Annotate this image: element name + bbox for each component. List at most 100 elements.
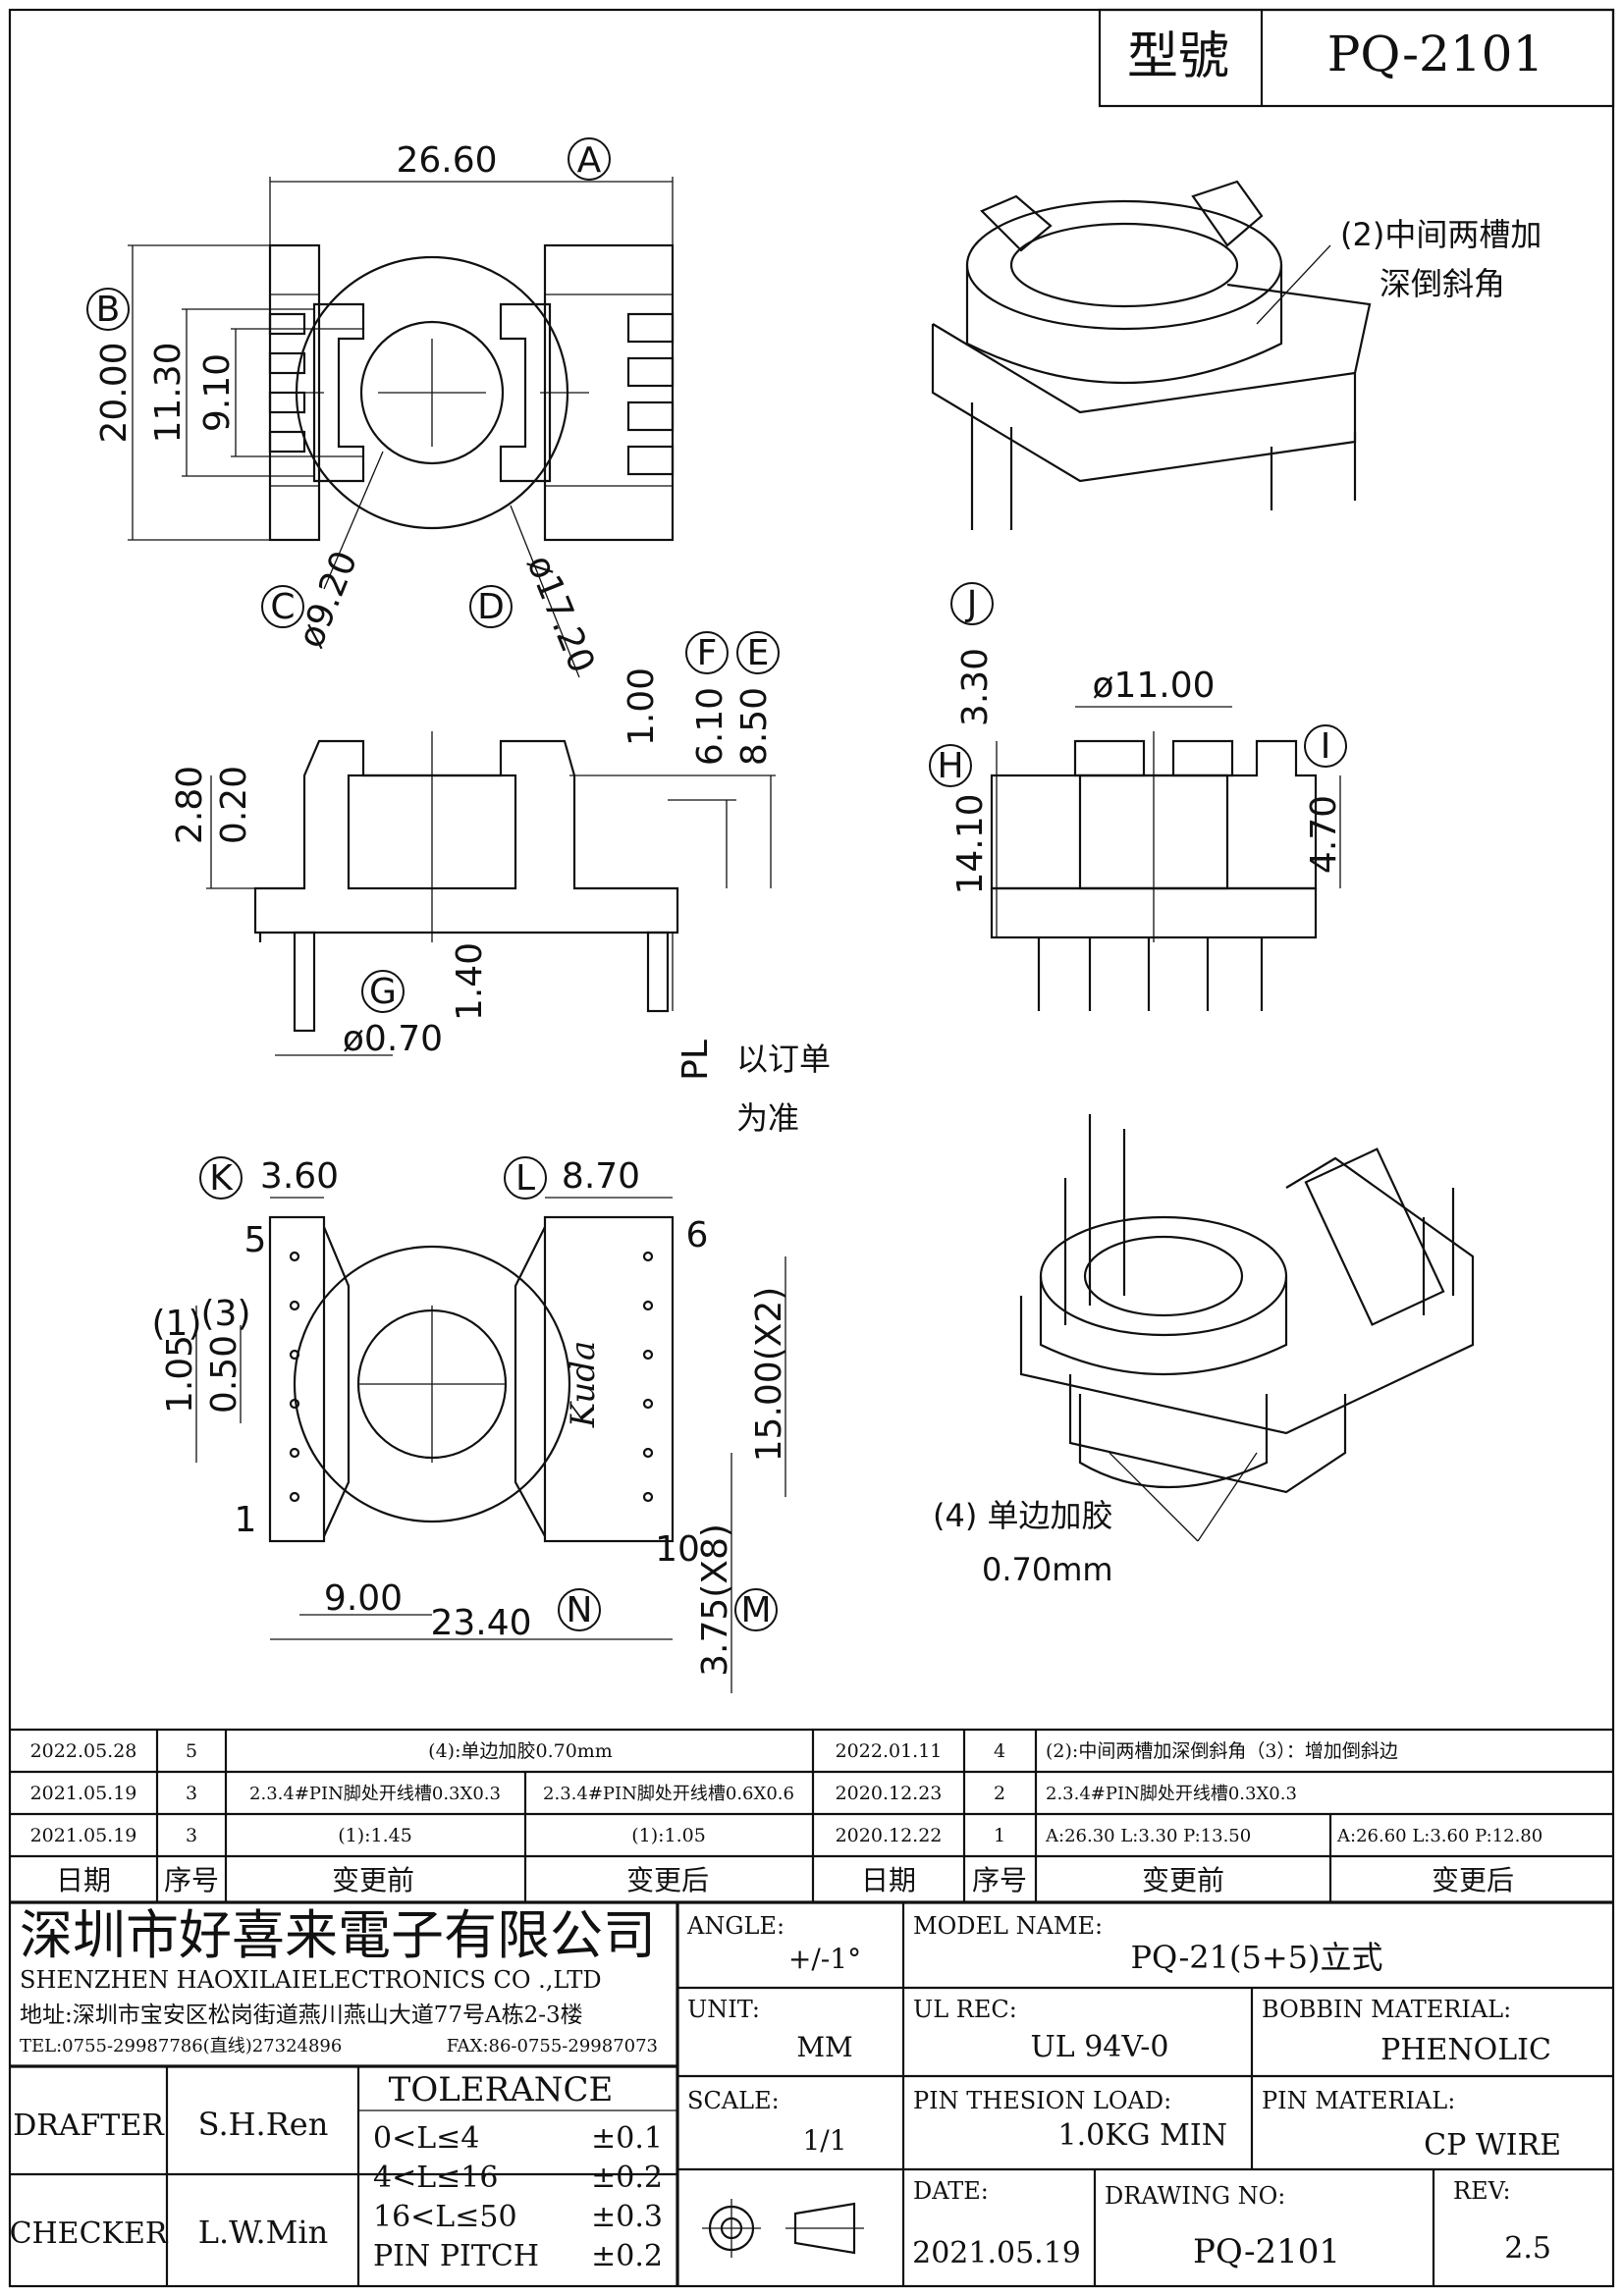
dim-b-value: 20.00: [94, 342, 135, 443]
dim-e-letter: E: [747, 633, 770, 673]
dim-m-letter: M: [740, 1590, 771, 1630]
drawing-no-label: DRAWING NO:: [1105, 2182, 1285, 2210]
rev-r2-date2: 2020.12.23: [836, 1783, 943, 1804]
dim-15-00: 15.00(X2): [749, 1287, 789, 1463]
tolerance-block: DRAFTER S.H.Ren CHECKER L.W.Min TOLERANC…: [10, 2070, 677, 2273]
company-name-en: SHENZHEN HAOXILAIELECTRONICS CO .,LTD: [20, 1966, 602, 1994]
rev-label: REV:: [1453, 2177, 1511, 2205]
dim-b-letter: B: [96, 290, 121, 330]
top-view: 26.60 A 20.00 B 11.30 9.10 ø9.20 C ø17.2…: [86, 137, 675, 678]
tolerance-range-3: 16<L≤50: [373, 2200, 517, 2234]
pin-material-value: CP WIRE: [1424, 2128, 1561, 2163]
dim-h-value: 14.10: [950, 793, 991, 894]
bottom-view: Kuda 5 1 6 10 K 3.60 L 8.70 9.00 23.40 N…: [152, 1156, 789, 1693]
iso-view-top: (2)中间两槽加 深倒斜角: [931, 180, 1542, 530]
revision-row: 2021.05.19 3 (1):1.45 (1):1.05 2020.12.2…: [30, 1825, 1543, 1846]
dim-j-value: 3.30: [955, 648, 996, 726]
rev-hdr-date-1: 日期: [56, 1864, 111, 1896]
note-1-label: (1): [152, 1304, 202, 1344]
dim-11-00: ø11.00: [1092, 666, 1215, 706]
ul-rec-label: UL REC:: [913, 1996, 1017, 2023]
model-number-box: 型號 PQ-2101: [1098, 8, 1615, 108]
dim-1-05: 1.05: [160, 1335, 200, 1414]
rev-hdr-date-2: 日期: [861, 1864, 916, 1896]
revision-row: 2022.05.28 5 (4):单边加胶0.70mm 2022.01.11 4…: [30, 1740, 1398, 1762]
dim-i-value: 4.70: [1304, 795, 1344, 874]
tolerance-range-2: 4<L≤16: [373, 2161, 498, 2195]
dim-j-letter: J: [965, 584, 978, 624]
company-tel: TEL:0755-29987786(直线)27324896: [20, 2036, 342, 2056]
dim-9-00: 9.00: [324, 1578, 403, 1619]
rev-r1-date2: 2022.01.11: [836, 1740, 943, 1762]
revision-row: 2021.05.19 3 2.3.4#PIN脚处开线槽0.3X0.3 2.3.4…: [30, 1783, 1297, 1804]
rev-hdr-before-2: 变更前: [1142, 1864, 1224, 1896]
pin-1-label: 1: [235, 1500, 257, 1540]
dim-l-value: 8.70: [562, 1156, 640, 1197]
checker-label: CHECKER: [10, 2216, 169, 2251]
drafter-label: DRAFTER: [13, 2109, 165, 2143]
pin-material-label: PIN MATERIAL:: [1262, 2087, 1455, 2114]
projection-symbol-icon: [702, 2199, 864, 2258]
dim-0-20: 0.20: [214, 766, 254, 844]
pl-label: PL: [676, 1040, 716, 1081]
tolerance-title: TOLERANCE: [389, 2070, 614, 2109]
angle-label: ANGLE:: [686, 1912, 784, 1940]
pin-5-label: 5: [244, 1220, 267, 1260]
pin-6-label: 6: [686, 1215, 709, 1255]
dim-d-letter: D: [477, 587, 505, 627]
drawing-no-value: PQ-2101: [1193, 2232, 1340, 2271]
rev-r3-before2: A:26.30 L:3.30 P:13.50: [1045, 1826, 1251, 1846]
dim-0-50: 0.50: [204, 1335, 244, 1414]
tolerance-value-3: ±0.3: [591, 2200, 663, 2234]
bottom-logo: Kuda: [564, 1341, 603, 1429]
rev-hdr-after-1: 变更后: [626, 1864, 709, 1896]
note4-line2: 0.70mm: [982, 1551, 1113, 1588]
model-name-value: PQ-21(5+5)立式: [1131, 1939, 1383, 1976]
title-fields: ANGLE: +/-1° MODEL NAME: PQ-21(5+5)立式 UN…: [686, 1912, 1561, 2271]
dim-k-letter: K: [209, 1158, 234, 1199]
rev-value: 2.5: [1504, 2231, 1551, 2266]
ul-rec-value: UL 94V-0: [1030, 2030, 1168, 2064]
checker-value: L.W.Min: [198, 2214, 329, 2251]
company-address: 地址:深圳市宝安区松岗街道燕川燕山大道77号A栋2-3楼: [20, 2002, 583, 2028]
rev-r2-no1: 3: [186, 1783, 197, 1804]
date-value: 2021.05.19: [912, 2236, 1081, 2270]
rev-r3-no2: 1: [994, 1825, 1005, 1846]
dim-2-80: 2.80: [170, 766, 210, 844]
rev-hdr-no-1: 序号: [164, 1864, 219, 1896]
tolerance-range-1: 0<L≤4: [373, 2121, 479, 2156]
company-name-cn: 深圳市好喜来電子有限公司: [20, 1904, 656, 1966]
pin-load-label: PIN THESION LOAD:: [913, 2087, 1171, 2114]
front-view: 2.80 0.20 1.00 6.10 8.50 F E 1.40 G ø0.7…: [170, 631, 831, 1137]
note2-line2: 深倒斜角: [1380, 265, 1505, 302]
pin-10-label: 10: [655, 1529, 700, 1570]
pl-text-line2: 为准: [736, 1099, 799, 1137]
dim-k-value: 3.60: [260, 1156, 339, 1197]
sheet-border: [8, 8, 1615, 2288]
rev-hdr-after-2: 变更后: [1432, 1864, 1514, 1896]
tolerance-value-2: ±0.2: [591, 2161, 663, 2195]
dim-1-40: 1.40: [450, 942, 490, 1021]
dim-l-letter: L: [515, 1158, 535, 1199]
rev-r1-before2: (2):中间两槽加深倒斜角（3）：增加倒斜边: [1046, 1740, 1398, 1762]
dim-h-letter: H: [937, 746, 963, 786]
rev-r3-date2: 2020.12.22: [836, 1825, 943, 1846]
dim-c-letter: C: [270, 587, 295, 627]
dim-n-value: 23.40: [430, 1603, 531, 1643]
rev-r1-before1: (4):单边加胶0.70mm: [428, 1740, 613, 1762]
date-label: DATE:: [913, 2177, 989, 2205]
rev-r3-no1: 3: [186, 1825, 197, 1846]
pin-load-value: 1.0KG MIN: [1058, 2118, 1227, 2153]
rev-r3-after2: A:26.60 L:3.60 P:12.80: [1336, 1826, 1542, 1846]
rev-r2-before2: 2.3.4#PIN脚处开线槽0.3X0.3: [1046, 1784, 1297, 1804]
revision-header-row: 日期 序号 变更前 变更后 日期 序号 变更前 变更后: [56, 1864, 1514, 1896]
note-3-label: (3): [201, 1294, 251, 1334]
revision-table: [10, 1728, 1613, 1904]
rev-r1-no2: 4: [994, 1740, 1005, 1762]
dim-g-letter: G: [369, 972, 397, 1012]
dim-9-10: 9.10: [197, 353, 238, 432]
dim-f-letter: F: [697, 633, 718, 673]
company-fax: FAX:86-0755-29987073: [447, 2036, 658, 2056]
unit-label: UNIT:: [687, 1996, 760, 2023]
